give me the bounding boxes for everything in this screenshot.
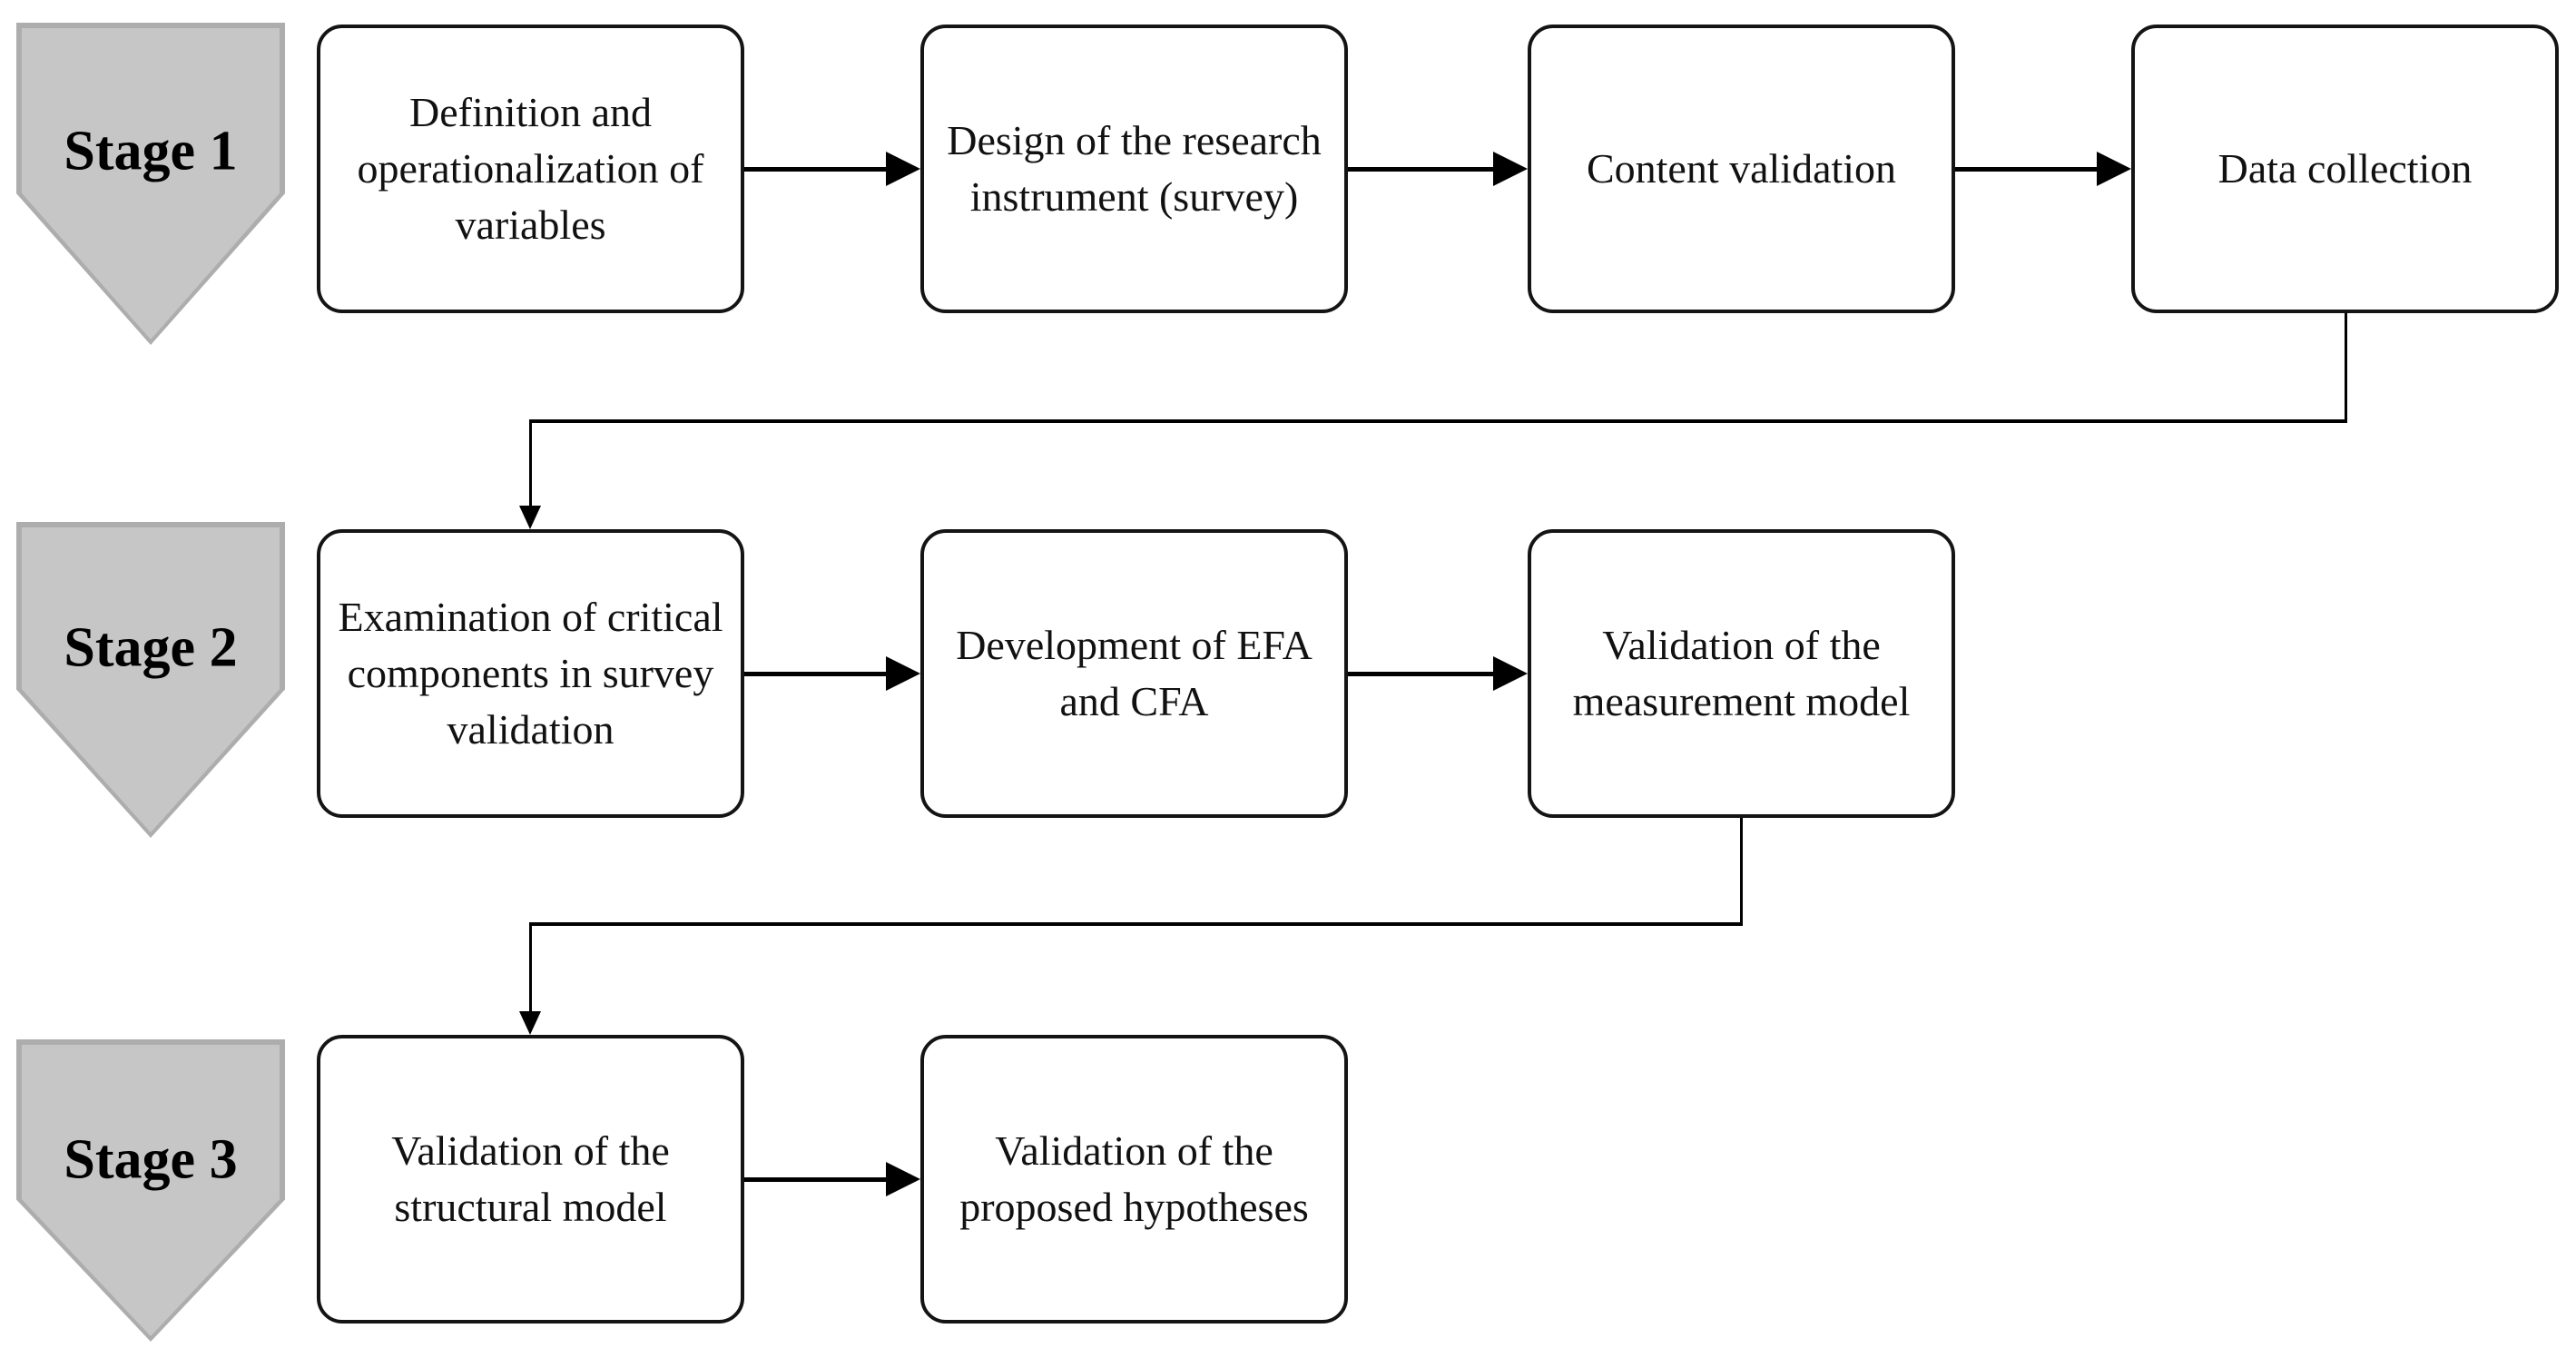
arrow-head <box>1493 152 1528 186</box>
arrow-shaft <box>1955 167 2097 172</box>
box-proposed-hypotheses: Validation of the proposed hypotheses <box>920 1035 1348 1324</box>
box-data-collection: Data collection <box>2131 25 2559 313</box>
connector-segment-down <box>529 924 532 1011</box>
box-examination-components-text: Examination of critical components in su… <box>338 594 723 753</box>
box-proposed-hypotheses-text: Validation of the proposed hypotheses <box>959 1127 1309 1230</box>
box-structural-model: Validation of the structural model <box>317 1035 744 1324</box>
stage-1-pentagon-fill <box>22 28 280 340</box>
arrow-head <box>1493 656 1528 691</box>
box-measurement-model: Validation of the measurement model <box>1528 529 1955 818</box>
connector-segment-across <box>529 922 1743 926</box>
box-design-instrument-text: Design of the research instrument (surve… <box>947 117 1322 220</box>
arrow-head <box>2097 152 2131 186</box>
box-examination-components: Examination of critical components in su… <box>317 529 744 818</box>
stage-2-marker: Stage 2 <box>16 522 285 838</box>
arrow-head <box>886 656 920 691</box>
connector-segment-down <box>2345 313 2347 421</box>
box-definition-operationalization-text: Definition and operationalization of var… <box>357 89 704 248</box>
arrow-head <box>886 1162 920 1196</box>
connector-segment-down <box>1740 818 1743 924</box>
box-structural-model-text: Validation of the structural model <box>391 1127 670 1230</box>
arrow-head <box>519 506 541 529</box>
box-data-collection-text: Data collection <box>2217 145 2473 192</box>
arrow-shaft <box>744 1177 886 1182</box>
stage-3-label: Stage 3 <box>64 1128 238 1191</box>
box-content-validation: Content validation <box>1528 25 1955 313</box>
arrow-shaft <box>1348 167 1493 172</box>
arrow-head <box>886 152 920 186</box>
stage-3-marker: Stage 3 <box>16 1039 285 1342</box>
connector-segment-down <box>529 421 532 507</box>
box-efa-cfa-text: Development of EFA and CFA <box>956 622 1313 724</box>
arrow-shaft <box>744 167 886 172</box>
arrow-shaft <box>1348 672 1493 676</box>
stage-2-label: Stage 2 <box>64 616 238 679</box>
box-design-instrument: Design of the research instrument (surve… <box>920 25 1348 313</box>
stage-1-marker: Stage 1 <box>16 23 285 345</box>
connector-segment-across <box>529 419 2347 423</box>
stage-1-label: Stage 1 <box>64 120 238 182</box>
box-definition-operationalization: Definition and operationalization of var… <box>317 25 744 313</box>
arrow-shaft <box>744 672 886 676</box>
box-content-validation-text: Content validation <box>1586 145 1897 192</box>
box-efa-cfa: Development of EFA and CFA <box>920 529 1348 818</box>
arrow-head <box>519 1011 541 1035</box>
box-measurement-model-text: Validation of the measurement model <box>1572 622 1911 724</box>
